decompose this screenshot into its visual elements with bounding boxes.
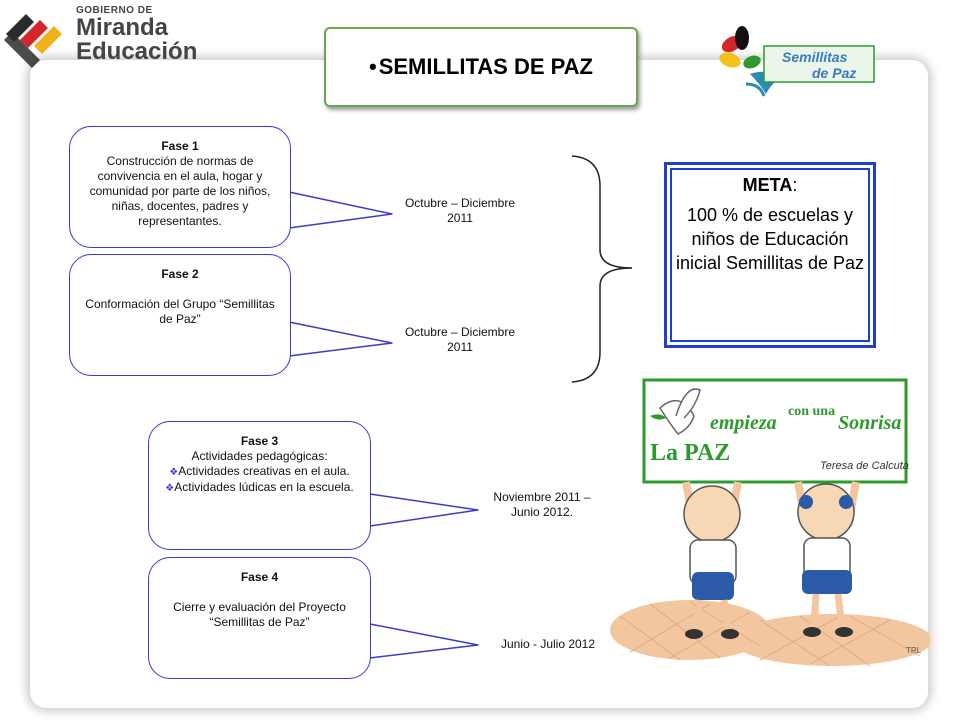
phase-4-text: Cierre y evaluación del Proyecto “Semill… — [173, 600, 346, 629]
badge-line-2: de Paz — [812, 65, 857, 81]
goal-colon: : — [792, 175, 798, 195]
phase-2-tail — [288, 321, 393, 357]
phase-4-callout: Fase 4 Cierre y evaluación del Proyecto … — [148, 557, 371, 679]
sign-word-3: Sonrisa — [838, 412, 902, 434]
sign-word-1: empieza — [710, 412, 777, 434]
page-title: SEMILLITAS DE PAZ — [378, 54, 593, 79]
title-box: • SEMILLITAS DE PAZ — [324, 27, 638, 107]
goal-box: META: 100 % de escuelas y niños de Educa… — [664, 162, 876, 348]
phase-3-item: ❖Actividades creativas en el aula. — [169, 464, 350, 478]
logo-line-3: Educación — [76, 38, 198, 65]
goal-heading: META: — [667, 173, 873, 197]
phase-1-title: Fase 1 — [161, 139, 199, 153]
phase-3-tail — [369, 493, 479, 527]
child-1 — [682, 481, 742, 639]
phase-4-date: Junio - Julio 2012 — [500, 637, 596, 651]
phase-2-text: Conformación del Grupo “Semillitas de Pa… — [85, 297, 275, 326]
title-bullet: • — [369, 54, 377, 79]
phase-3-title: Fase 3 — [240, 434, 279, 448]
semillitas-badge: Semillitas de Paz — [706, 24, 876, 114]
phase-2-date: Octubre – Diciembre 2011 — [404, 325, 516, 354]
logo-line-2: Miranda — [76, 14, 169, 41]
phase-3-subtitle: Actividades pedagógicas: — [191, 449, 328, 463]
goal-label: META — [742, 175, 793, 195]
child-2 — [794, 481, 860, 637]
artist-mark: TRL — [906, 646, 922, 655]
phase-1-text: Construcción de normas de convivencia en… — [89, 154, 271, 228]
sign-word-2: con una — [788, 404, 836, 419]
flower-dove-icon — [719, 26, 875, 97]
phase-4-title: Fase 4 — [240, 570, 279, 584]
peace-illustration: empieza con una Sonrisa La PAZ Teresa de… — [610, 376, 932, 676]
sign-la-paz: La PAZ — [650, 440, 731, 466]
goal-text: 100 % de escuelas y niños de Educación i… — [675, 205, 865, 273]
right-brace — [571, 155, 633, 383]
logo-line-1: GOBIERNO DE — [76, 5, 153, 16]
phase-1-date: Octubre – Diciembre 2011 — [404, 196, 516, 225]
phase-3-date: Noviembre 2011 – Junio 2012. — [493, 490, 591, 519]
logo-text: GOBIERNO DE Miranda Educación — [76, 6, 197, 64]
phase-3-item: ❖Actividades lúdicas en la escuela. — [165, 480, 354, 494]
miranda-logo-icon — [4, 14, 62, 68]
phase-1-callout: Fase 1 Construcción de normas de convive… — [69, 126, 291, 248]
phase-3-callout: Fase 3 Actividades pedagógicas: ❖Activid… — [148, 421, 371, 550]
children-sign-icon — [610, 378, 932, 667]
miranda-logo: GOBIERNO DE Miranda Educación — [0, 0, 220, 72]
phase-2-callout: Fase 2 Conformación del Grupo “Semillita… — [69, 254, 291, 376]
diamond-bullet-icon: ❖ — [165, 483, 175, 494]
phase-4-tail — [369, 623, 479, 659]
badge-line-1: Semillitas — [782, 49, 848, 65]
phase-2-title: Fase 2 — [161, 267, 199, 281]
phase-1-tail — [288, 191, 393, 229]
diamond-bullet-icon: ❖ — [169, 467, 179, 478]
sign-author: Teresa de Calcuta — [820, 460, 909, 472]
